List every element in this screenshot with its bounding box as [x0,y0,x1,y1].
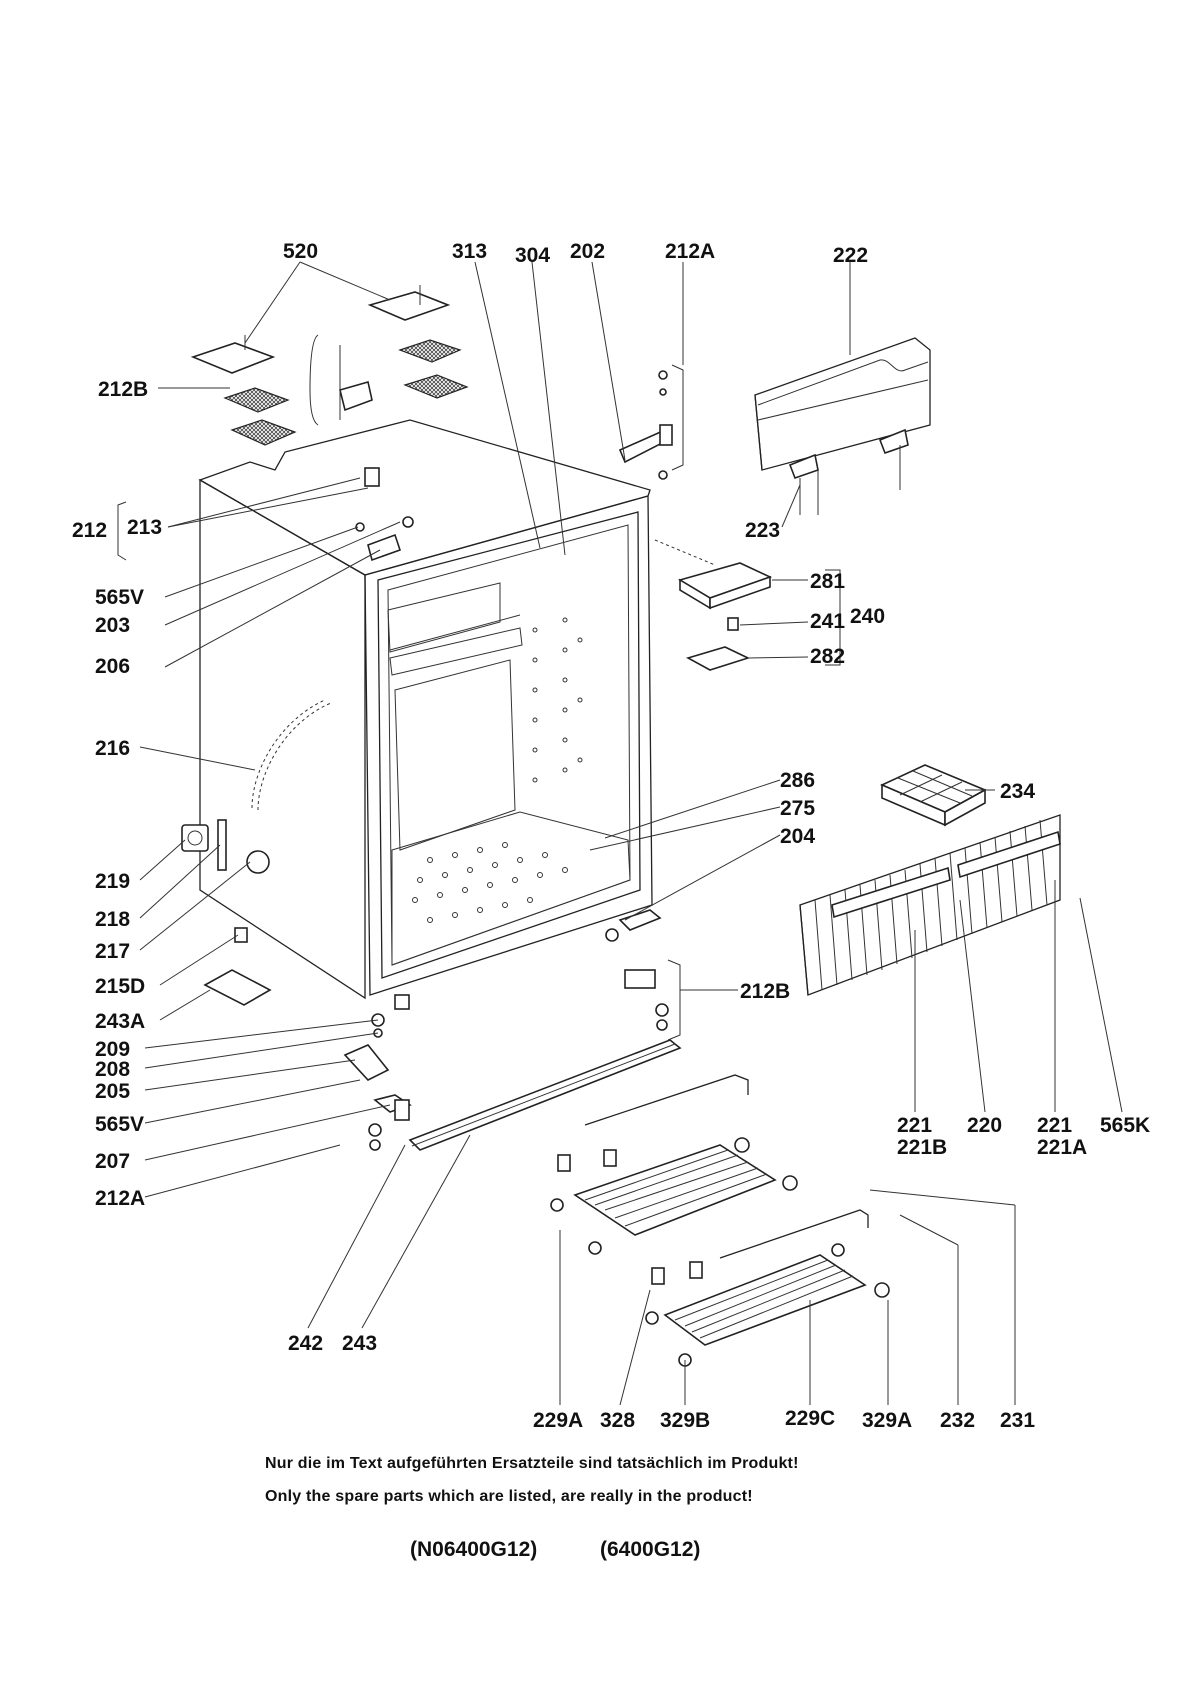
label-216: 216 [95,737,130,760]
bottom-hardware [343,909,682,1151]
ice-tray [880,764,987,827]
label-229c: 229C [785,1407,835,1430]
note-german: Nur die im Text aufgeführten Ersatzteile… [265,1455,799,1472]
wall-holes [412,617,583,923]
label-206: 206 [95,655,130,678]
label-222: 222 [833,244,868,267]
label-232: 232 [940,1409,975,1432]
part-labels: 520 313 304 202 212A 222 212B 212 213 56… [72,240,1150,1432]
label-243a: 243A [95,1010,145,1033]
label-219: 219 [95,870,130,893]
label-203: 203 [95,614,130,637]
label-241: 241 [810,610,845,633]
label-208: 208 [95,1058,130,1081]
label-205: 205 [95,1080,130,1103]
label-213: 213 [127,516,162,539]
label-275: 275 [780,797,815,820]
door-panel [754,337,931,515]
label-282: 282 [810,645,845,668]
refrigerator-cabinet [181,419,653,1010]
label-313: 313 [452,240,487,263]
label-207: 207 [95,1150,130,1173]
label-221a: 221A [1037,1136,1087,1159]
label-281: 281 [810,570,845,593]
label-329b: 329B [660,1409,710,1432]
label-221b: 221B [897,1136,947,1159]
freezer-flap [799,814,1061,996]
label-204: 204 [780,825,815,848]
label-234: 234 [1000,780,1035,803]
label-221-a: 221 [897,1114,932,1137]
label-329a: 329A [862,1409,912,1432]
light-assembly [654,539,773,671]
label-304: 304 [515,244,550,267]
label-209: 209 [95,1038,130,1061]
label-218: 218 [95,908,130,931]
label-565v-top: 565V [95,586,144,609]
label-212: 212 [72,519,107,542]
model-number-a: (N06400G12) [410,1538,538,1561]
note-english: Only the spare parts which are listed, a… [265,1488,753,1505]
label-212a-bot: 212A [95,1187,145,1210]
top-parts [190,285,673,562]
model-number-b: (6400G12) [600,1538,701,1561]
label-221-b: 221 [1037,1114,1072,1137]
label-328: 328 [600,1409,635,1432]
label-220: 220 [967,1114,1002,1137]
label-565v-bot: 565V [95,1113,144,1136]
shelves [550,1074,890,1367]
label-240: 240 [850,605,885,628]
label-520: 520 [283,240,318,263]
leader-lines [117,261,1123,1406]
label-229a: 229A [533,1409,583,1432]
label-215d: 215D [95,975,145,998]
label-242: 242 [288,1332,323,1355]
label-217: 217 [95,940,130,963]
label-212b-top: 212B [98,378,148,401]
label-212b-bot: 212B [740,980,790,1003]
label-565k: 565K [1100,1114,1150,1137]
label-212a-top: 212A [665,240,715,263]
label-243: 243 [342,1332,377,1355]
label-202: 202 [570,240,605,263]
label-223: 223 [745,519,780,542]
label-231: 231 [1000,1409,1035,1432]
label-286: 286 [780,769,815,792]
